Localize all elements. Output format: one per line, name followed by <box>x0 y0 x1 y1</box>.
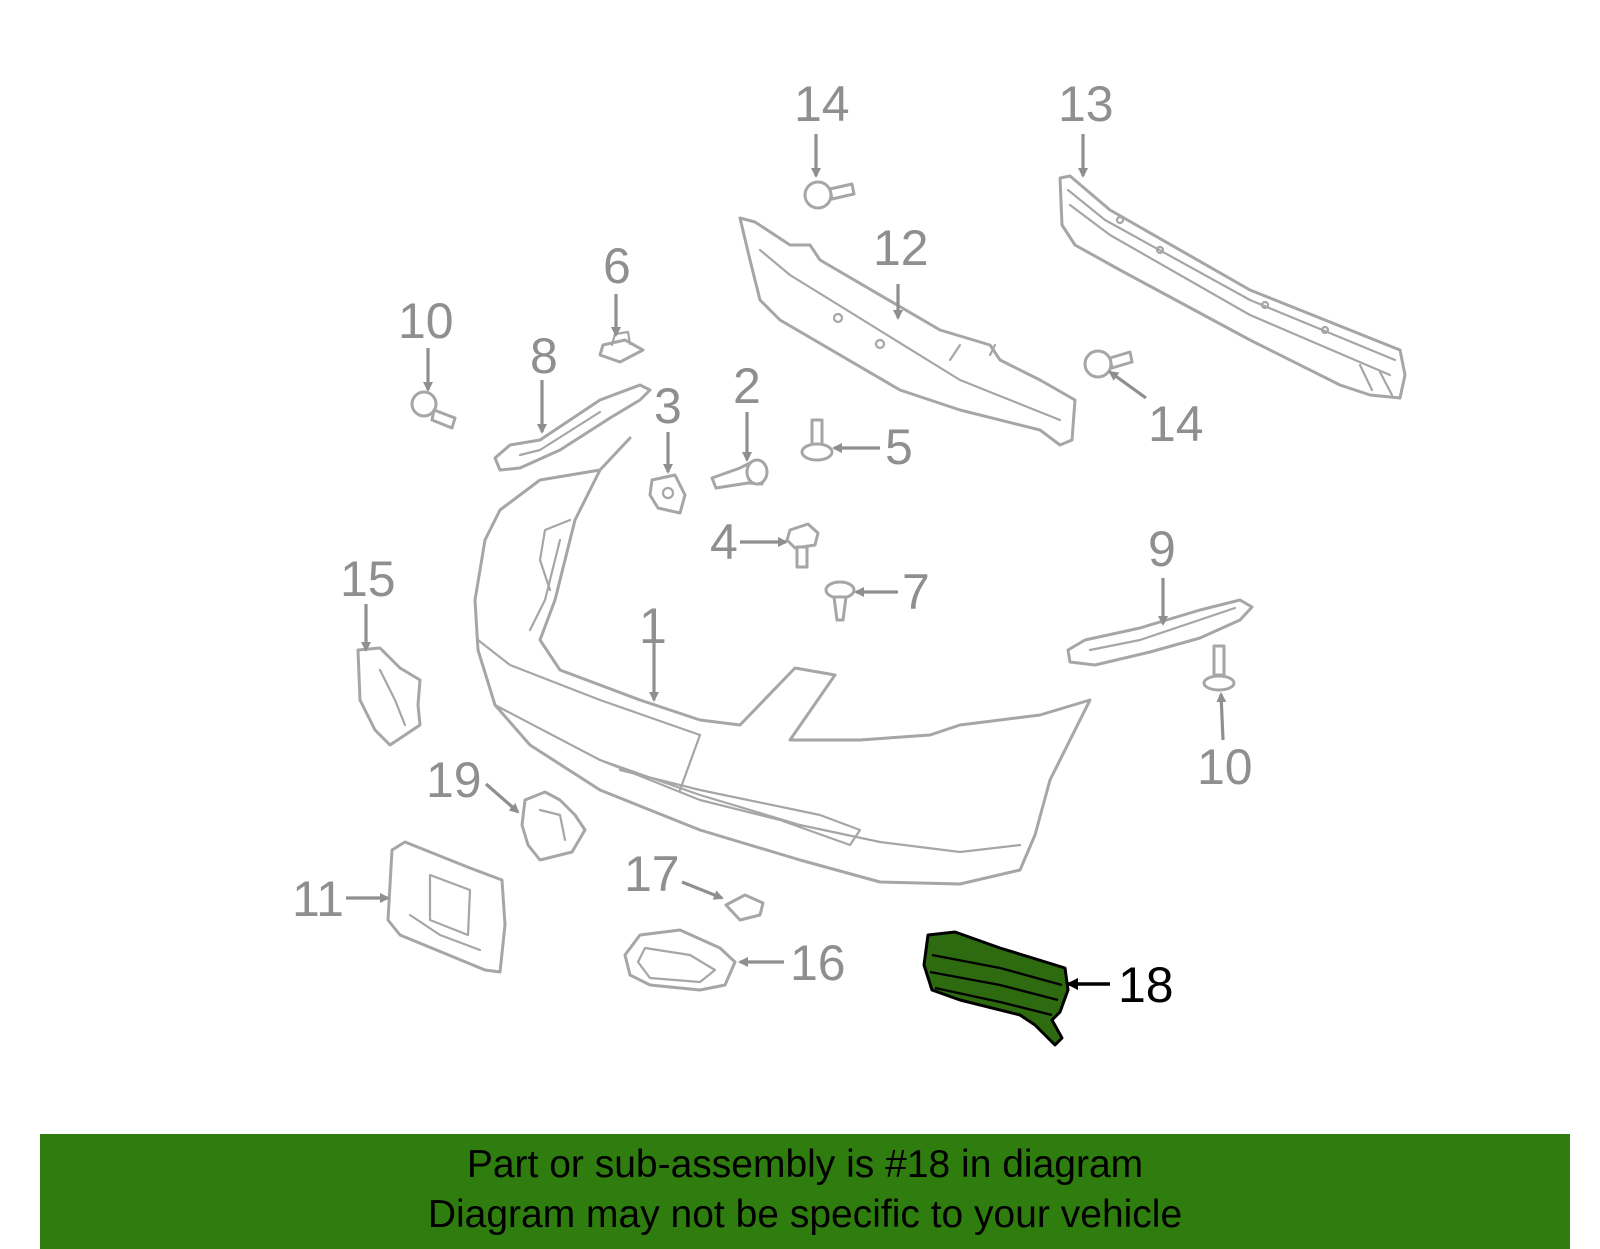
callout-11: 11 <box>292 871 344 927</box>
callout-4: 4 <box>710 514 738 570</box>
callout-19: 19 <box>426 752 482 808</box>
callout-17: 17 <box>624 846 680 902</box>
callout-13: 13 <box>1058 76 1114 132</box>
callout-2: 2 <box>733 358 761 414</box>
leader-lines <box>346 134 1227 990</box>
part-10a-bolt[interactable] <box>410 390 457 430</box>
part-9-bracket[interactable] <box>1066 598 1254 667</box>
part-17-clip[interactable] <box>724 893 765 922</box>
callout-18: 18 <box>1118 957 1174 1013</box>
callout-14b: 14 <box>1148 396 1204 452</box>
callout-1: 1 <box>639 598 667 654</box>
callout-15: 15 <box>340 551 396 607</box>
parts-diagram: 14 13 12 6 10 8 3 2 5 14 4 7 9 10 1 15 1… <box>292 76 1407 1047</box>
callout-9: 9 <box>1148 521 1176 577</box>
part-16-fog-bezel[interactable] <box>623 928 737 992</box>
callout-8: 8 <box>530 328 558 384</box>
callout-10b: 10 <box>1197 739 1253 795</box>
callout-16: 16 <box>790 935 846 991</box>
info-banner: Part or sub-assembly is #18 in diagram D… <box>40 1134 1570 1249</box>
callout-5: 5 <box>885 419 913 475</box>
part-4-bolt[interactable] <box>785 522 820 569</box>
part-3-retainer[interactable] <box>648 473 687 515</box>
part-5-bolt[interactable] <box>800 418 834 462</box>
part-13-reinforcement[interactable] <box>1058 174 1407 400</box>
callout-14a: 14 <box>794 76 850 132</box>
part-10b-bolt[interactable] <box>1202 644 1236 692</box>
part-8-bracket[interactable] <box>493 383 652 472</box>
banner-line-1: Part or sub-assembly is #18 in diagram <box>466 1143 1144 1186</box>
callout-labels: 14 13 12 6 10 8 3 2 5 14 4 7 9 10 1 15 1… <box>292 76 1253 1013</box>
part-12-absorber[interactable] <box>738 216 1077 447</box>
callout-6: 6 <box>603 238 631 294</box>
part-11-plate-bracket[interactable] <box>386 840 507 974</box>
part-14a-bolt[interactable] <box>803 180 856 210</box>
callout-10a: 10 <box>398 293 454 349</box>
part-18-grille-highlighted[interactable] <box>922 930 1070 1047</box>
part-7-clip[interactable] <box>824 580 856 622</box>
callout-7: 7 <box>902 564 930 620</box>
callout-12: 12 <box>873 220 929 276</box>
banner-line-2: Diagram may not be specific to your vehi… <box>427 1193 1183 1236</box>
part-19-sensor-bracket[interactable] <box>520 790 587 862</box>
part-14b-bolt[interactable] <box>1083 349 1134 379</box>
part-6-clip[interactable] <box>598 330 645 364</box>
part-15-bracket[interactable] <box>356 646 422 747</box>
part-2-clip[interactable] <box>710 458 769 490</box>
part-1-bumper-cover[interactable] <box>473 436 1092 886</box>
callout-3: 3 <box>654 378 682 434</box>
